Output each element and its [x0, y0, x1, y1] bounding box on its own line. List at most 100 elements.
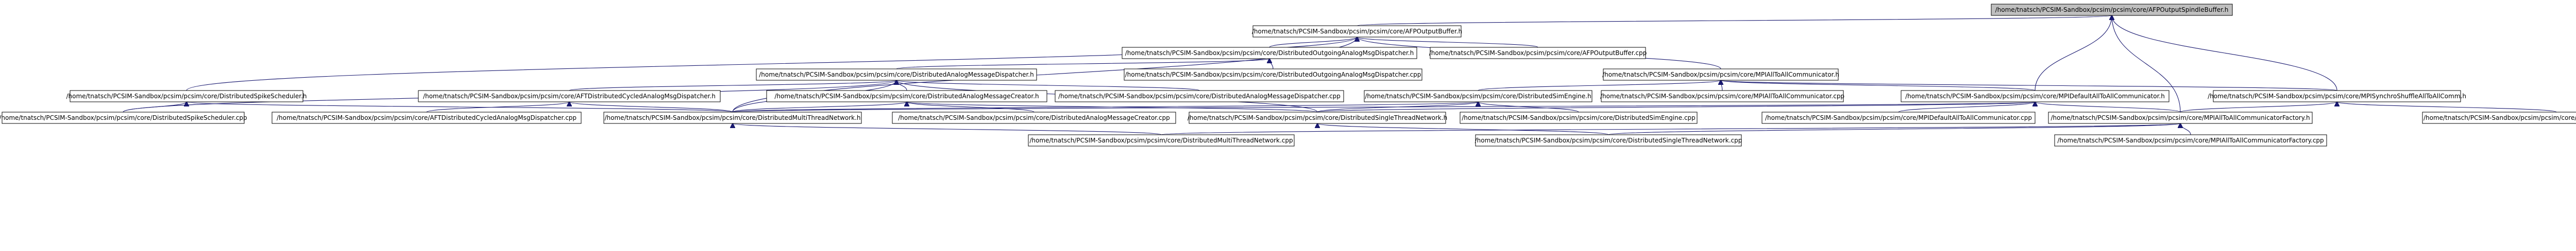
- include-edge: [732, 102, 907, 113]
- include-edge: [2112, 15, 2181, 113]
- node-box[interactable]: [1124, 68, 1422, 81]
- include-edge: [732, 102, 2035, 113]
- include-edge: [2035, 102, 2181, 113]
- node-label: /home/tnatsch/PCSIM-Sandbox/pcsim/pcsim/…: [898, 114, 1170, 121]
- node-box[interactable]: [2054, 134, 2327, 147]
- graph-node[interactable]: /home/tnatsch/PCSIM-Sandbox/pcsim/pcsim/…: [1124, 68, 1422, 81]
- node-label: /home/tnatsch/PCSIM-Sandbox/pcsim/pcsim/…: [605, 114, 861, 121]
- node-label: /home/tnatsch/PCSIM-Sandbox/pcsim/pcsim/…: [1125, 71, 1421, 78]
- node-box[interactable]: [418, 90, 721, 102]
- graph-node[interactable]: /home/tnatsch/PCSIM-Sandbox/pcsim/pcsim/…: [1028, 134, 1295, 147]
- graph-node[interactable]: /home/tnatsch/PCSIM-Sandbox/pcsim/pcsim/…: [1122, 47, 1417, 59]
- node-box[interactable]: [2213, 90, 2461, 102]
- graph-node[interactable]: /home/tnatsch/PCSIM-Sandbox/pcsim/pcsim/…: [1475, 134, 1742, 147]
- node-label: /home/tnatsch/PCSIM-Sandbox/pcsim/pcsim/…: [1188, 114, 1448, 121]
- node-box[interactable]: [1122, 47, 1417, 59]
- graph-node[interactable]: /home/tnatsch/PCSIM-Sandbox/pcsim/pcsim/…: [1252, 25, 1462, 38]
- graph-node[interactable]: /home/tnatsch/PCSIM-Sandbox/pcsim/pcsim/…: [0, 112, 247, 124]
- include-edge: [1721, 80, 2337, 91]
- node-box[interactable]: [1901, 90, 2170, 102]
- include-edge: [1317, 102, 2035, 113]
- node-label: /home/tnatsch/PCSIM-Sandbox/pcsim/pcsim/…: [1429, 49, 1647, 57]
- node-label: /home/tnatsch/PCSIM-Sandbox/pcsim/pcsim/…: [1029, 137, 1293, 144]
- node-label: /home/tnatsch/PCSIM-Sandbox/pcsim/pcsim/…: [1252, 28, 1462, 35]
- include-edge: [733, 123, 1162, 135]
- include-edge: [732, 102, 1478, 113]
- include-edge: [569, 80, 896, 91]
- graph-node[interactable]: /home/tnatsch/PCSIM-Sandbox/pcsim/pcsim/…: [756, 68, 1037, 81]
- node-label: /home/tnatsch/PCSIM-Sandbox/pcsim/pcsim/…: [759, 71, 1034, 78]
- graph-node[interactable]: /home/tnatsch/PCSIM-Sandbox/pcsim/pcsim/…: [272, 112, 582, 124]
- node-box[interactable]: [1601, 90, 1844, 102]
- include-edge: [1478, 102, 1579, 113]
- node-label: /home/tnatsch/PCSIM-Sandbox/pcsim/pcsim/…: [2057, 137, 2324, 144]
- node-label: /home/tnatsch/PCSIM-Sandbox/pcsim/pcsim/…: [1462, 114, 1696, 121]
- node-label: /home/tnatsch/PCSIM-Sandbox/pcsim/pcsim/…: [0, 114, 247, 121]
- node-box[interactable]: [766, 90, 1047, 102]
- include-edge: [896, 80, 1200, 91]
- node-box[interactable]: [1603, 68, 1839, 81]
- include-edge: [2035, 15, 2112, 91]
- node-box[interactable]: [1252, 25, 1462, 38]
- include-edge: [187, 102, 733, 113]
- graph-node[interactable]: /home/tnatsch/PCSIM-Sandbox/pcsim/pcsim/…: [2048, 112, 2313, 124]
- node-box[interactable]: [756, 68, 1037, 81]
- node-box[interactable]: [603, 112, 862, 124]
- node-box[interactable]: [1430, 47, 1646, 59]
- graph-node[interactable]: /home/tnatsch/PCSIM-Sandbox/pcsim/pcsim/…: [1600, 90, 1844, 102]
- graph-node[interactable]: /home/tnatsch/PCSIM-Sandbox/pcsim/pcsim/…: [2422, 112, 2576, 124]
- node-label: /home/tnatsch/PCSIM-Sandbox/pcsim/pcsim/…: [1058, 93, 1341, 100]
- graph-node[interactable]: /home/tnatsch/PCSIM-Sandbox/pcsim/pcsim/…: [2054, 134, 2327, 147]
- node-box[interactable]: [2048, 112, 2313, 124]
- include-edge: [896, 59, 1269, 69]
- node-box[interactable]: [1028, 134, 1295, 147]
- graph-node[interactable]: /home/tnatsch/PCSIM-Sandbox/pcsim/pcsim/…: [1761, 112, 2036, 124]
- node-box[interactable]: [1475, 134, 1742, 147]
- include-edge: [123, 102, 187, 113]
- node-box[interactable]: [1055, 90, 1344, 102]
- include-edge: [1317, 123, 1609, 135]
- include-edge: [1357, 37, 1538, 48]
- node-label: /home/tnatsch/PCSIM-Sandbox/pcsim/pcsim/…: [2208, 93, 2466, 100]
- include-edge: [1357, 15, 2112, 26]
- node-box[interactable]: [2422, 112, 2576, 124]
- graph-node[interactable]: /home/tnatsch/PCSIM-Sandbox/pcsim/pcsim/…: [892, 112, 1176, 124]
- graph-node[interactable]: /home/tnatsch/PCSIM-Sandbox/pcsim/pcsim/…: [418, 90, 721, 102]
- node-box[interactable]: [1364, 90, 1592, 102]
- graph-node[interactable]: /home/tnatsch/PCSIM-Sandbox/pcsim/pcsim/…: [1901, 90, 2170, 102]
- graph-node[interactable]: /home/tnatsch/PCSIM-Sandbox/pcsim/pcsim/…: [1055, 90, 1344, 102]
- include-edge: [907, 102, 1035, 113]
- node-label: /home/tnatsch/PCSIM-Sandbox/pcsim/pcsim/…: [2050, 114, 2310, 121]
- node-box[interactable]: [272, 112, 582, 124]
- include-edge: [1478, 80, 1721, 91]
- graph-node[interactable]: /home/tnatsch/PCSIM-Sandbox/pcsim/pcsim/…: [1460, 112, 1698, 124]
- include-edge: [1608, 123, 2180, 135]
- include-edge: [426, 102, 569, 113]
- graph-node[interactable]: /home/tnatsch/PCSIM-Sandbox/pcsim/pcsim/…: [1188, 112, 1448, 124]
- graph-node[interactable]: /home/tnatsch/PCSIM-Sandbox/pcsim/pcsim/…: [1429, 47, 1647, 59]
- include-edge: [2112, 15, 2337, 91]
- node-label: /home/tnatsch/PCSIM-Sandbox/pcsim/pcsim/…: [1365, 93, 1591, 100]
- node-box[interactable]: [70, 90, 303, 102]
- node-box[interactable]: [1761, 112, 2036, 124]
- graph-node[interactable]: /home/tnatsch/PCSIM-Sandbox/pcsim/pcsim/…: [766, 90, 1047, 102]
- root-node-box[interactable]: [1991, 4, 2233, 16]
- node-box[interactable]: [1460, 112, 1698, 124]
- node-label: /home/tnatsch/PCSIM-Sandbox/pcsim/pcsim/…: [66, 93, 307, 100]
- graph-node[interactable]: /home/tnatsch/PCSIM-Sandbox/pcsim/pcsim/…: [1602, 68, 1839, 81]
- node-box[interactable]: [2, 112, 245, 124]
- include-edge: [1269, 37, 1357, 48]
- include-edge: [1721, 80, 2036, 91]
- node-box[interactable]: [892, 112, 1176, 124]
- graph-node[interactable]: /home/tnatsch/PCSIM-Sandbox/pcsim/pcsim/…: [2208, 90, 2466, 102]
- node-label: /home/tnatsch/PCSIM-Sandbox/pcsim/pcsim/…: [774, 93, 1039, 100]
- node-box[interactable]: [1189, 112, 1446, 124]
- graph-node[interactable]: /home/tnatsch/PCSIM-Sandbox/pcsim/pcsim/…: [603, 112, 862, 124]
- graph-node[interactable]: /home/tnatsch/PCSIM-Sandbox/pcsim/pcsim/…: [1364, 90, 1592, 102]
- graph-node[interactable]: /home/tnatsch/PCSIM-Sandbox/pcsim/pcsim/…: [66, 90, 307, 102]
- graph-node[interactable]: /home/tnatsch/PCSIM-Sandbox/pcsim/pcsim/…: [1991, 4, 2233, 16]
- include-edge: [186, 37, 1357, 91]
- node-label: /home/tnatsch/PCSIM-Sandbox/pcsim/pcsim/…: [1905, 93, 2165, 100]
- edges-layer: [123, 15, 2557, 135]
